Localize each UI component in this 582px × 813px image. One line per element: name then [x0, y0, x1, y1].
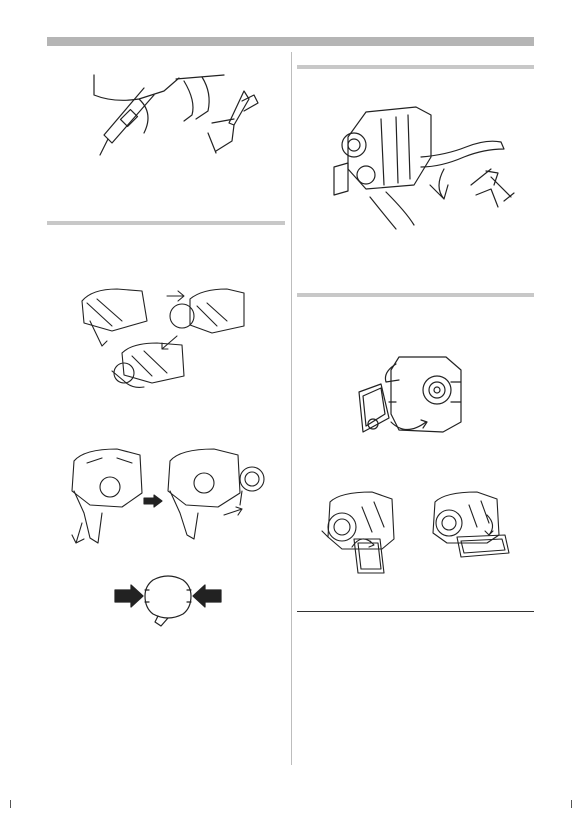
section-rule-right-top: [297, 65, 534, 69]
crop-mark-right: [571, 800, 582, 808]
lens-cap-attach-illustration: [72, 281, 252, 396]
section-rule-right-middle: [297, 293, 534, 297]
lens-cap-removal-illustration: [113, 570, 223, 628]
page-header-bar: [47, 37, 534, 46]
column-divider: [291, 52, 292, 765]
section-rule-right-bottom: [297, 611, 534, 612]
lcd-monitor-open-illustration: [351, 352, 476, 442]
lcd-rotate-front-illustration: [312, 487, 407, 579]
shoulder-strap-illustration: [84, 73, 274, 163]
crop-mark-left: [10, 800, 21, 808]
grip-belt-illustration: [326, 97, 526, 232]
lcd-rotate-back-illustration: [417, 487, 517, 562]
lens-cap-strap-illustration: [62, 443, 272, 548]
section-rule-left: [47, 221, 285, 225]
